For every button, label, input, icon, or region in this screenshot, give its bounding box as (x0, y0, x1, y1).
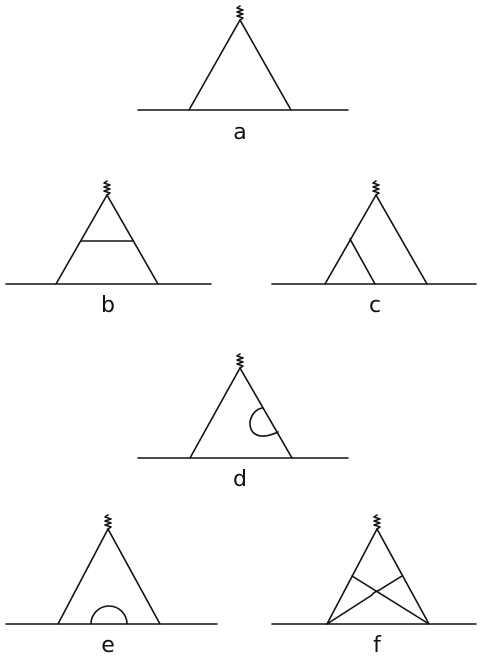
left-leg (57, 528, 109, 625)
right-leg (239, 367, 293, 459)
panel-label: b (101, 293, 115, 318)
zigzag-icon (373, 514, 381, 530)
vertex-arc (90, 605, 128, 625)
right-leg (239, 19, 292, 111)
panel-a: a (137, 5, 349, 145)
self-energy-arc (249, 407, 279, 437)
panel-label: d (233, 467, 247, 492)
panel-c: c (271, 180, 477, 318)
right-leg (107, 528, 161, 625)
left-leg (55, 194, 108, 285)
crossing-line-1 (351, 575, 430, 625)
left-leg (188, 19, 241, 111)
panel-label: c (369, 293, 381, 318)
left-leg (189, 367, 241, 459)
panel-e: e (5, 514, 218, 656)
right-leg (106, 194, 159, 285)
right-leg (375, 194, 428, 285)
zigzag-icon (236, 353, 244, 369)
panel-b: b (5, 180, 212, 318)
panel-label: a (233, 120, 246, 145)
panel-label: f (373, 633, 382, 656)
zigzag-icon (104, 514, 112, 530)
internal-line (349, 238, 376, 285)
crossing-line-2 (326, 575, 403, 625)
panel-f: f (271, 514, 477, 656)
zigzag-icon (236, 5, 244, 21)
panel-label: e (101, 633, 115, 656)
zigzag-icon (372, 180, 380, 196)
panel-d: d (137, 353, 349, 492)
zigzag-icon (103, 180, 111, 196)
right-leg (376, 528, 430, 625)
